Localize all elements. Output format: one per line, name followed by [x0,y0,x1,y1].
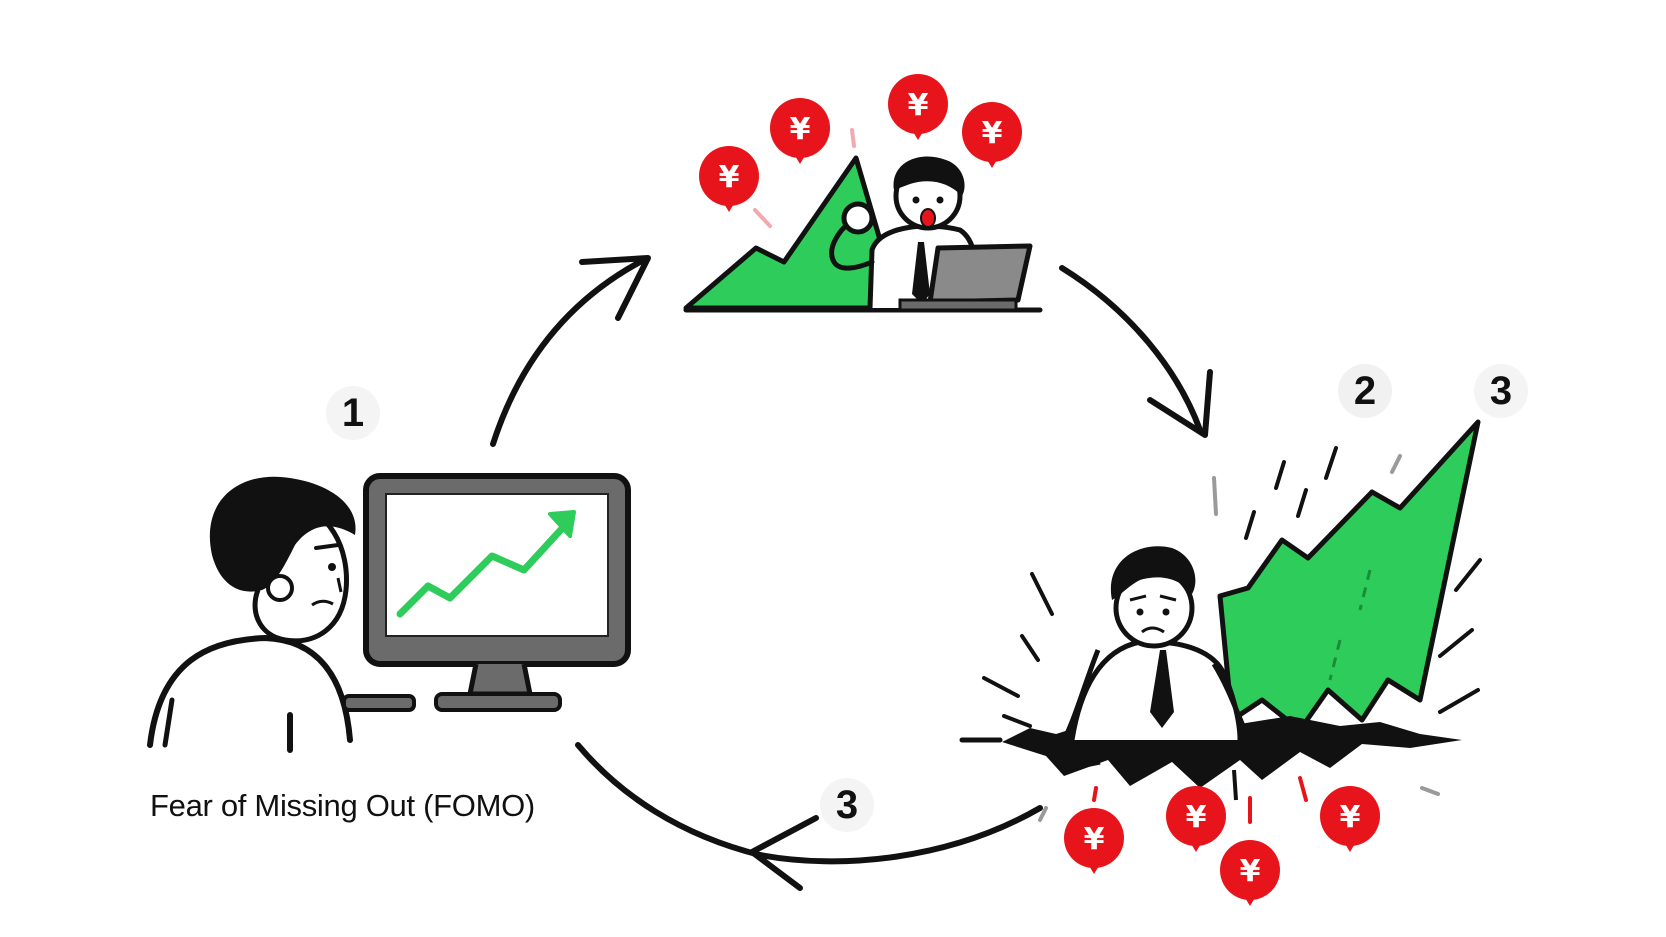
diagram-caption: Fear of Missing Out (FOMO) [150,788,535,823]
arrow-to-euphoria [490,259,643,447]
step-badge-2: 2 [1338,364,1392,418]
svg-text:¥: ¥ [719,160,740,195]
svg-text:¥: ¥ [1340,800,1361,835]
step-badge-3-bottom: 3 [820,778,874,832]
worried-investor-icon [147,476,356,753]
crash-chart [959,419,1482,822]
monitor-rising-chart-icon [342,473,631,712]
yen-coin-icon: ¥ ¥ ¥ ¥ [699,74,1022,212]
arrow-to-crash [1059,265,1203,433]
arrow-back-to-start [757,805,1043,865]
svg-text:¥: ¥ [1240,854,1261,889]
svg-text:¥: ¥ [1084,822,1105,857]
collapsed-investor-icon [1061,546,1253,744]
svg-text:¥: ¥ [908,88,929,123]
svg-text:¥: ¥ [1186,800,1207,835]
yen-coin-icon: ¥ ¥ ¥ ¥ [1064,776,1380,906]
step-badge-3-top: 3 [1474,364,1528,418]
step-badge-1: 1 [326,386,380,440]
svg-text:¥: ¥ [982,116,1003,151]
cycle-arrow-icon [490,255,1213,891]
excited-investor-icon [829,156,1033,312]
svg-text:¥: ¥ [790,112,811,147]
